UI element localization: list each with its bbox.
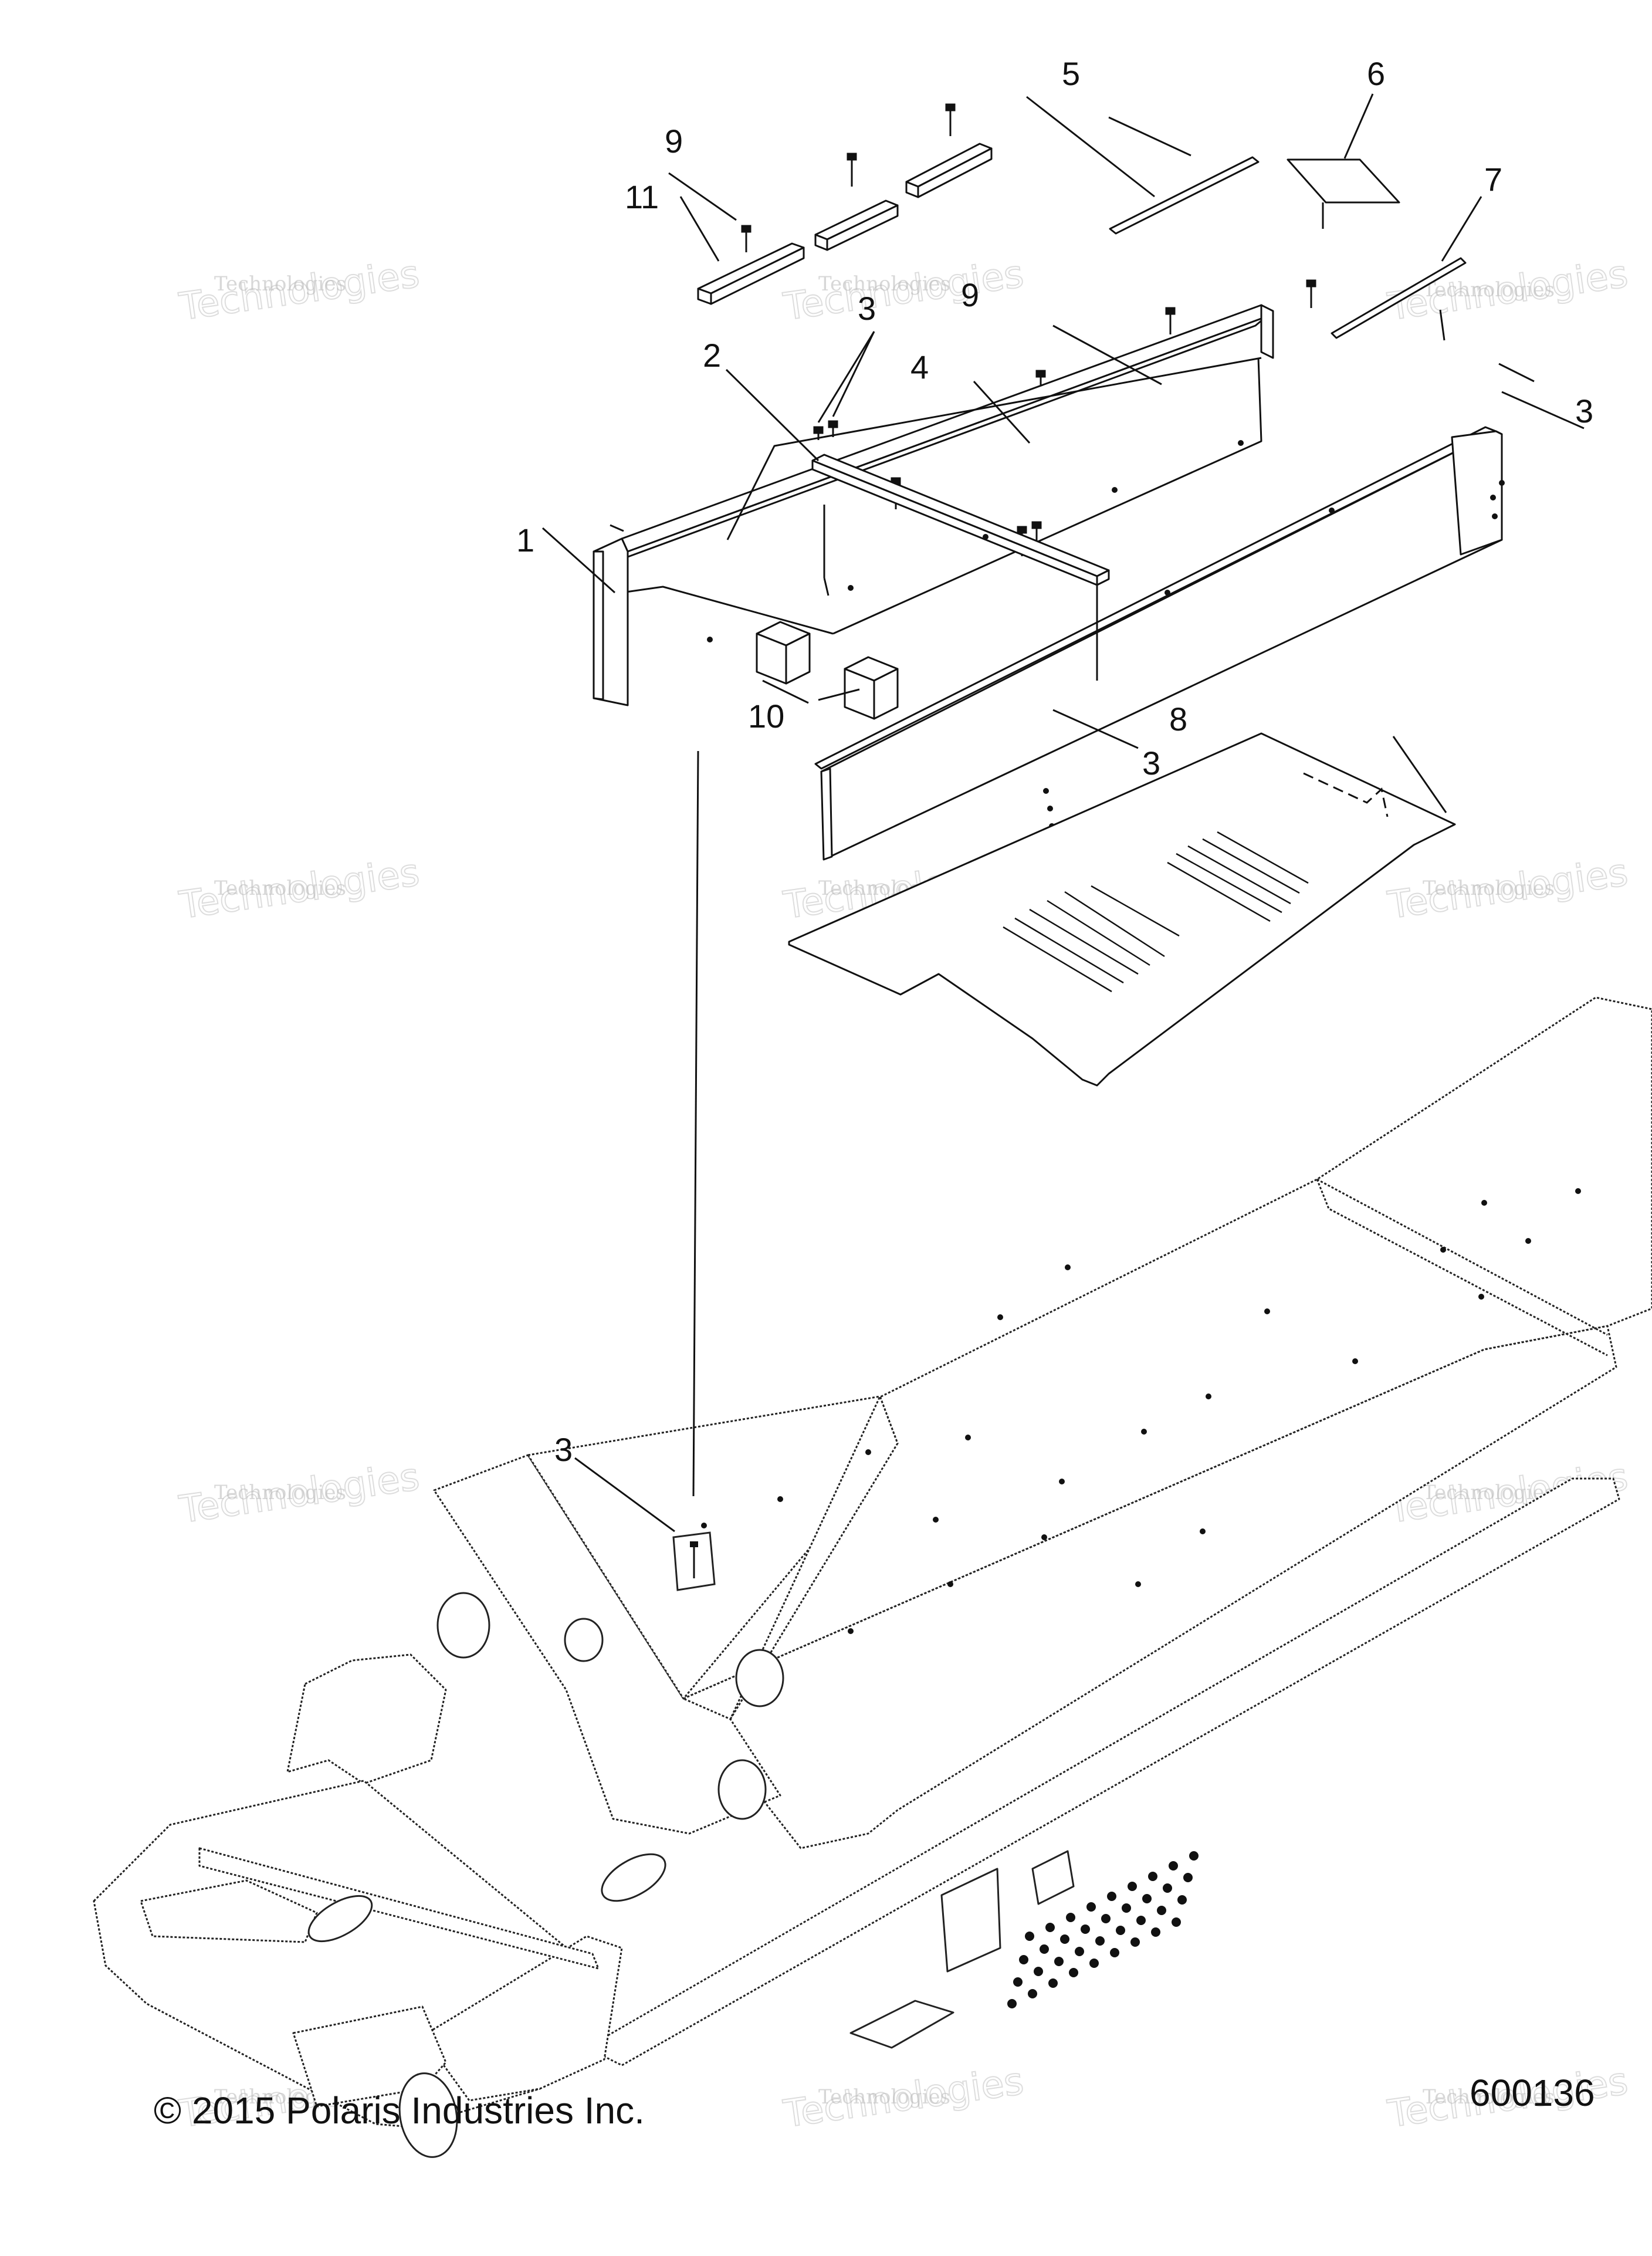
bracket-part xyxy=(905,143,993,198)
screw xyxy=(1165,307,1176,334)
bracket-part xyxy=(814,199,899,251)
side-wall-bolts xyxy=(1007,1851,1199,2008)
floor-mat xyxy=(788,732,1456,1087)
watermark: Technologies Technologies xyxy=(1384,252,1631,330)
alignment-line xyxy=(692,750,699,1497)
copyright-notice: © 2015 Polaris Industries Inc. xyxy=(154,2089,645,2132)
callout-6: 6 xyxy=(1367,55,1385,92)
callout-5: 5 xyxy=(1062,55,1080,92)
svg-text:Technologies: Technologies xyxy=(1423,278,1555,302)
callout-4: 4 xyxy=(910,349,929,385)
foam-block xyxy=(844,656,899,720)
tunnel-fastener xyxy=(672,1531,716,1591)
chassis-tunnel xyxy=(93,996,1652,2128)
watermark: Technologies Technologies xyxy=(780,2059,1027,2137)
svg-text:Technologies: Technologies xyxy=(1423,877,1555,900)
screw xyxy=(847,153,857,187)
callout-3-right: 3 xyxy=(1575,393,1593,429)
callout-8: 8 xyxy=(1169,701,1187,738)
chassis-details xyxy=(307,1592,1075,2158)
callout-9-second: 9 xyxy=(961,276,979,313)
rack-frame xyxy=(593,304,1503,861)
screw xyxy=(741,225,751,252)
svg-text:Technologies: Technologies xyxy=(214,1481,346,1504)
callout-3-lower: 3 xyxy=(554,1431,573,1468)
chassis-holes xyxy=(701,1188,1581,1634)
diagram-number: 600136 xyxy=(1470,2072,1595,2114)
svg-text:Technologies: Technologies xyxy=(818,2085,950,2109)
watermark: Technologies Technologies xyxy=(176,850,422,928)
callout-1: 1 xyxy=(516,522,534,559)
watermark: Technologies Technologies xyxy=(780,252,1027,330)
foam-blocks xyxy=(756,621,899,720)
strip-part xyxy=(1287,158,1400,204)
fasteners xyxy=(741,103,1316,556)
mat-ribs xyxy=(1003,831,1309,993)
callout-9: 9 xyxy=(665,123,683,160)
screw xyxy=(813,426,824,440)
svg-text:Technologies: Technologies xyxy=(818,272,950,296)
callout-3-upper: 3 xyxy=(858,290,876,327)
foam-block xyxy=(756,621,811,685)
svg-text:Technologies: Technologies xyxy=(214,877,346,900)
callout-3-mid: 3 xyxy=(1142,745,1160,782)
watermark: Technologies Technologies xyxy=(176,1455,422,1533)
callout-7: 7 xyxy=(1484,161,1502,198)
svg-text:Technologies: Technologies xyxy=(214,272,346,296)
callout-2: 2 xyxy=(703,337,721,374)
screw xyxy=(945,103,956,136)
screw xyxy=(1306,279,1316,308)
strips xyxy=(1109,156,1467,339)
strip-part xyxy=(1331,257,1467,339)
strip-part xyxy=(1109,156,1260,235)
watermark: Technologies Technologies xyxy=(176,252,422,330)
callout-10: 10 xyxy=(748,698,784,735)
svg-text:Technologies: Technologies xyxy=(1423,2085,1555,2109)
leader-lines xyxy=(542,93,1585,1533)
bracket-parts xyxy=(697,143,993,305)
bracket-part xyxy=(697,242,805,305)
callouts: 9 11 5 6 7 3 9 2 4 1 3 10 3 8 3 xyxy=(516,55,1593,1468)
watermark: Technologies Technologies xyxy=(1384,850,1631,928)
callout-11: 11 xyxy=(625,178,659,215)
